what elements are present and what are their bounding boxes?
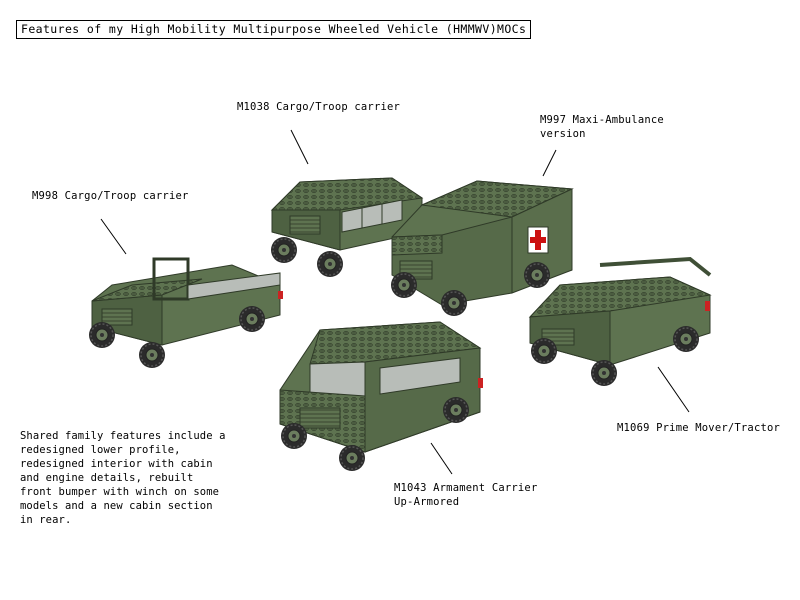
leader-line-m1069 <box>657 366 690 413</box>
label-m1069: M1069 Prime Mover/Tractor <box>617 422 781 434</box>
label-m1043-line1: M1043 Armament Carrier <box>394 482 538 494</box>
label-m1043-line2: Up-Armored <box>394 496 460 508</box>
leader-line-m1043 <box>430 442 453 475</box>
vehicle-m1038-image <box>270 177 424 278</box>
label-m1043: M1043 Armament Carrier Up-Armored <box>394 481 537 509</box>
leader-line-m997 <box>542 149 557 177</box>
leader-line-m998 <box>100 218 127 255</box>
label-m997-line2: version <box>540 128 586 140</box>
vehicle-m997-image <box>390 180 574 317</box>
vehicle-m1043-image <box>279 321 483 472</box>
description-text: Shared family features include a redesig… <box>20 430 226 526</box>
page-title: Features of my High Mobility Multipurpos… <box>16 20 532 39</box>
vehicle-m998-image <box>88 257 283 369</box>
vehicle-m1069-image <box>528 256 712 387</box>
label-m997-line1: M997 Maxi-Ambulance <box>540 114 664 126</box>
label-m1038: M1038 Cargo/Troop carrier <box>237 101 401 113</box>
label-m998: M998 Cargo/Troop carrier <box>32 190 189 202</box>
leader-line-m1038 <box>290 129 309 165</box>
label-m997: M997 Maxi-Ambulance version <box>540 113 664 141</box>
